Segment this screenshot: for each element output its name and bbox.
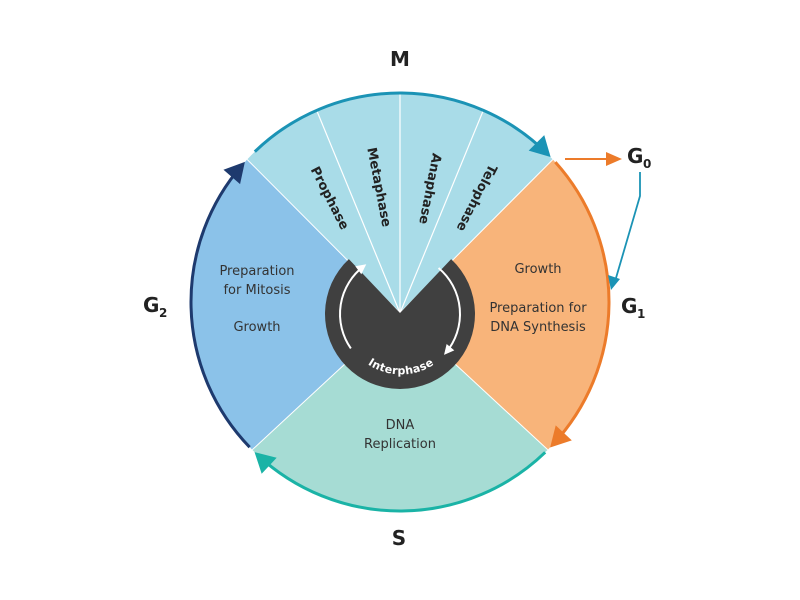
interphase-core (325, 259, 475, 389)
sector-g1 (400, 159, 609, 450)
g2-description: Preparation for Mitosis Growth (219, 264, 294, 335)
g2-text-line: Growth (233, 320, 280, 335)
phase-label-g0-main: G (627, 144, 643, 168)
arc-s-arrowhead (254, 452, 277, 474)
phase-label-g2-main: G (143, 293, 159, 317)
interphase-circle (325, 259, 475, 389)
sector-s (252, 313, 548, 511)
g0-arrows (565, 152, 641, 290)
arrow-g0-to-g1 (615, 172, 641, 279)
phase-label-m: M (390, 47, 410, 71)
g1-text-line: Preparation for (489, 301, 587, 316)
s-description: DNA Replication (364, 418, 436, 452)
g1-description: Growth Preparation for DNA Synthesis (489, 262, 587, 335)
g2-text-line: Preparation (219, 264, 294, 279)
arc-g1 (551, 161, 611, 446)
arc-s (256, 451, 547, 513)
phase-label-s: S (392, 526, 406, 550)
arc-g1-arrowhead (550, 425, 572, 448)
phase-label-g0-sub: 0 (643, 157, 651, 171)
arrow-g0-to-g1-head (608, 275, 620, 290)
phase-label-g0: G 0 (627, 144, 651, 171)
phase-label-g1: G 1 (621, 294, 645, 321)
s-text-line: DNA (386, 418, 415, 433)
arrow-to-g0-head (606, 152, 622, 166)
arc-g2-arrowhead (223, 161, 245, 185)
phase-arcs (189, 91, 611, 513)
mitosis-divider (399, 110, 484, 314)
phase-label-g2: G 2 (143, 293, 167, 320)
sector-g2 (190, 159, 400, 450)
interphase-arrow-right-head (444, 343, 455, 355)
arc-m-arrowhead (528, 135, 551, 158)
interphase-arrow-left (339, 265, 365, 349)
mitosis-divider (316, 110, 401, 314)
interphase-arrow-right (437, 267, 461, 354)
phase-label-g1-main: G (621, 294, 637, 318)
g2-text-line: for Mitosis (223, 283, 290, 298)
arc-m (253, 91, 549, 156)
g1-text-line: Growth (514, 262, 561, 277)
phase-label-g2-sub: 2 (159, 306, 167, 320)
arc-g2 (189, 163, 251, 449)
g1-text-line: DNA Synthesis (490, 320, 586, 335)
s-text-line: Replication (364, 437, 436, 452)
phase-label-g1-sub: 1 (637, 307, 645, 321)
interphase-arrow-left-head (355, 264, 367, 275)
